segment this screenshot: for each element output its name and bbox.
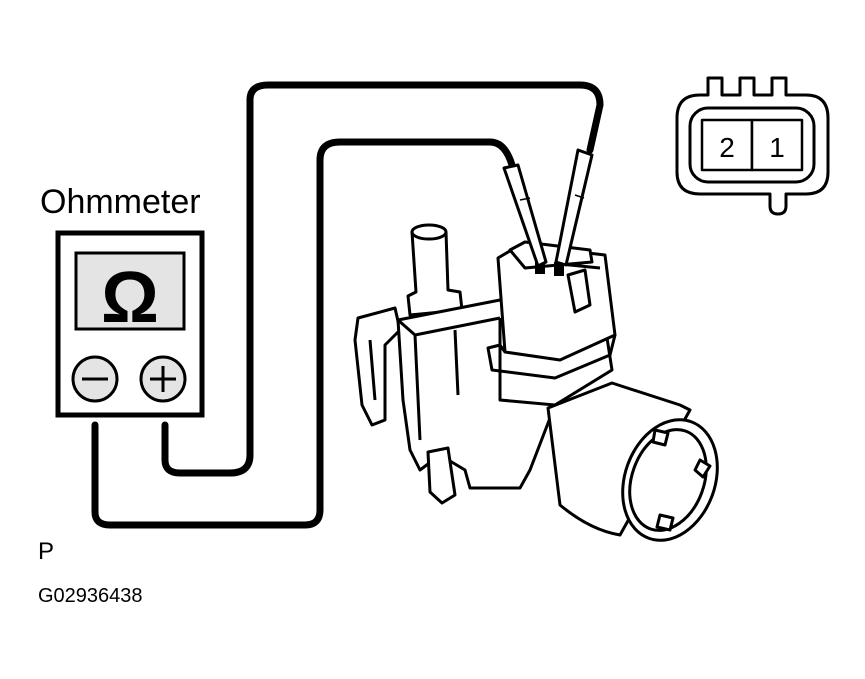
ohm-symbol: Ω bbox=[101, 258, 159, 338]
mounting-bracket bbox=[353, 306, 402, 427]
positive-lead-wire bbox=[161, 81, 604, 477]
connector-pin-diagram bbox=[675, 76, 830, 216]
figure-code: G02936438 bbox=[38, 585, 143, 607]
positive-probe bbox=[554, 148, 594, 267]
vsv-solenoid-valve bbox=[353, 223, 719, 542]
vacuum-port bbox=[406, 225, 464, 317]
page-letter: P bbox=[38, 538, 55, 565]
connector-pin-1: 1 bbox=[769, 132, 785, 163]
negative-probe bbox=[502, 163, 548, 268]
minus-terminal bbox=[71, 355, 119, 403]
solenoid-coil bbox=[546, 381, 692, 537]
test-leads bbox=[91, 81, 604, 529]
ohmmeter-label: Ohmmeter bbox=[40, 183, 201, 221]
meter-display bbox=[74, 251, 186, 331]
ohmmeter: Ω bbox=[55, 230, 205, 418]
connector-pin-2: 2 bbox=[719, 132, 735, 163]
plus-terminal bbox=[139, 355, 187, 403]
test-probes bbox=[502, 148, 594, 268]
negative-lead-wire bbox=[91, 138, 516, 529]
